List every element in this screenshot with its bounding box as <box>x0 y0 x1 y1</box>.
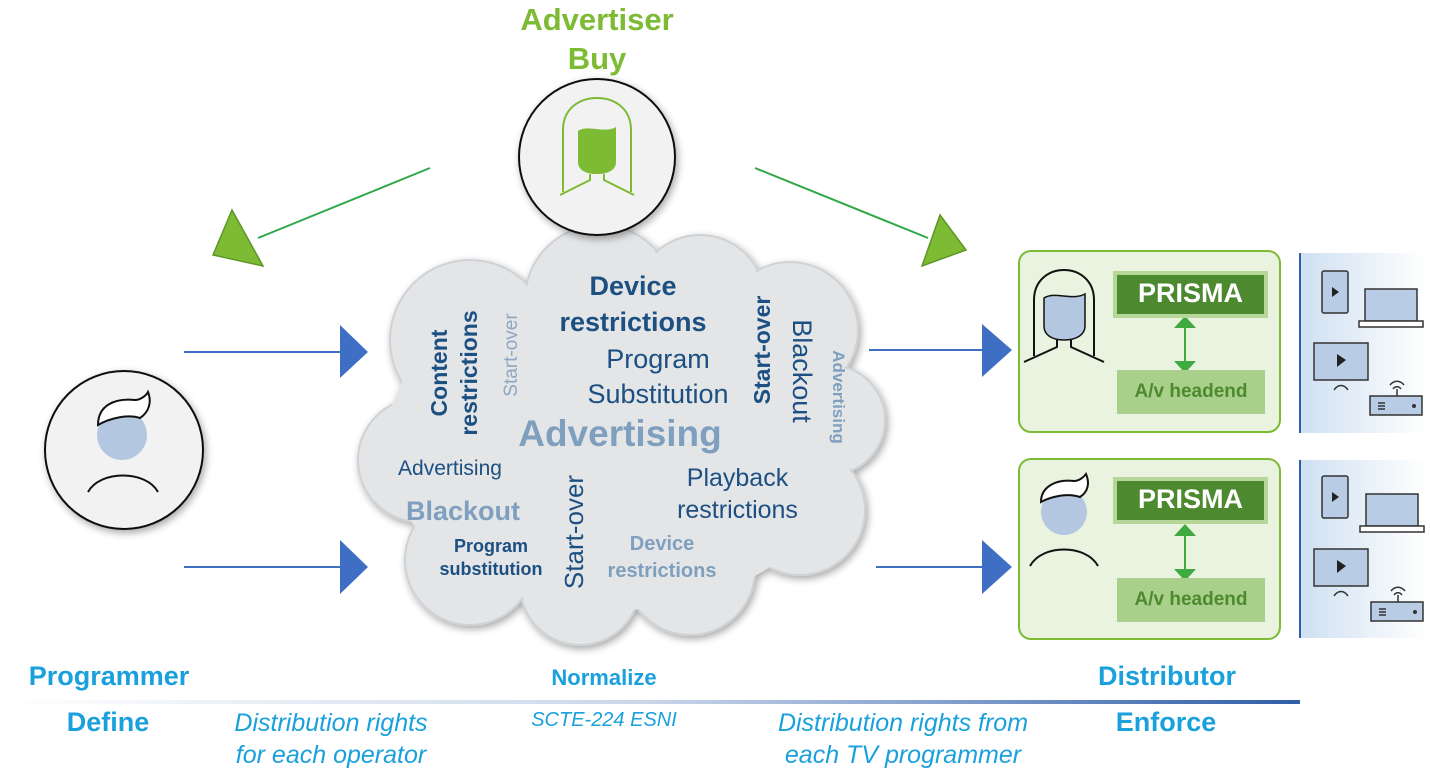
distributor-label: Distributor <box>1098 661 1236 691</box>
cloud-word-start-over-3: Start-over <box>559 474 589 590</box>
normalize-cloud <box>357 224 886 646</box>
programmer-description-line1: Distribution rights <box>234 709 428 737</box>
advertiser-arrows <box>211 167 968 268</box>
distributor-action: Enforce <box>1115 707 1217 737</box>
distributor-description-line2: each TV programmer <box>784 741 1022 769</box>
cloud-word-advertising-2: Advertising <box>398 457 502 480</box>
distributor-description: Distribution rights from each TV program… <box>750 707 1056 771</box>
av-headend-box-1: A/v headend <box>1117 370 1265 414</box>
programmer-description: Distribution rights for each operator <box>200 707 462 771</box>
cloud-word-blackout-2: Blackout <box>405 496 521 526</box>
cloud-word-start-over-2: Start-over <box>749 295 775 405</box>
prisma-box-2: PRISMA <box>1113 477 1268 524</box>
cloud-word-device-restrictions-2: Device restrictions <box>607 533 717 582</box>
programmer-avatar <box>44 370 204 530</box>
normalize-label: Normalize <box>551 665 657 690</box>
normalize-description: SCTE-224 ESNI <box>531 709 677 731</box>
programmer-action: Define <box>66 707 150 737</box>
advertiser-avatar <box>518 78 676 236</box>
programmer-label: Programmer <box>28 661 190 691</box>
cloud-word-advertising-big: Advertising <box>518 413 722 454</box>
device-panel-2 <box>1299 460 1426 638</box>
advertiser-title-line2: Buy <box>567 41 627 76</box>
cloud-word-advertising-1: Advertising <box>829 350 848 444</box>
advertiser-title: Advertiser Buy <box>497 0 697 78</box>
programmer-description-line2: for each operator <box>235 741 427 769</box>
prisma-box-1: PRISMA <box>1113 271 1268 318</box>
cloud-word-playback-restrictions: Playback restrictions <box>677 464 798 524</box>
cloud-word-device-restrictions: Device restrictions <box>559 271 707 337</box>
divider-line <box>0 700 1300 704</box>
advertiser-title-line1: Advertiser <box>520 2 674 37</box>
cloud-word-content-restrictions: Content restrictions <box>426 310 482 436</box>
cloud-word-blackout-1: Blackout <box>787 319 817 423</box>
cloud-word-program-substitution-1: Program Substitution <box>587 344 729 409</box>
blue-arrows <box>184 324 1012 594</box>
distributor-description-line1: Distribution rights from <box>777 709 1029 737</box>
device-panel-1 <box>1299 253 1426 433</box>
cloud-word-program-substitution-2: Program substitution <box>439 536 543 579</box>
av-headend-box-2: A/v headend <box>1117 578 1265 622</box>
cloud-word-start-over-1: Start-over <box>501 313 522 397</box>
